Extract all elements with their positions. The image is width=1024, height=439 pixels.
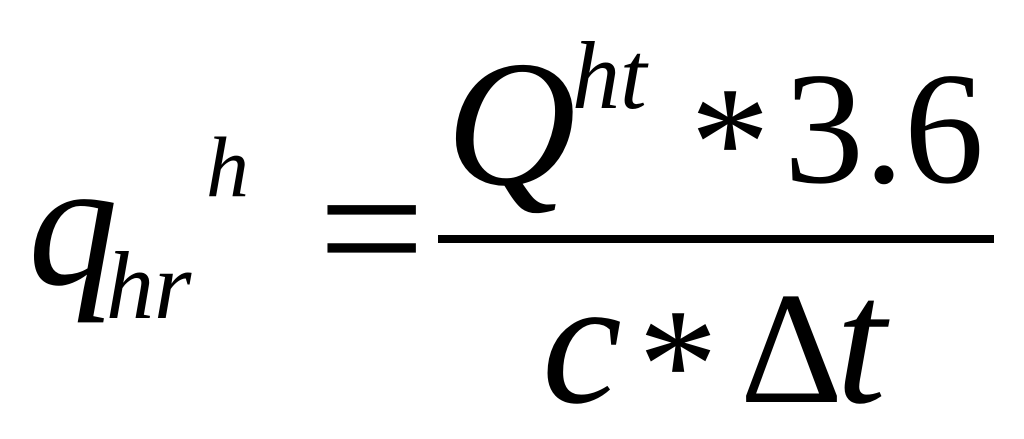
lhs-subscript-hr: hr <box>106 232 192 339</box>
denominator-variable-c: c <box>542 242 622 439</box>
numerator-superscript-ht: ht <box>572 22 649 129</box>
denominator-delta: Δ <box>740 259 843 437</box>
numerator-base-Q: Q <box>446 24 576 223</box>
lhs-superscript-h: h <box>206 119 249 215</box>
numerator-constant: 3.6 <box>784 39 984 217</box>
equals-sign: = <box>318 124 425 334</box>
denominator-variable-t: t <box>836 242 890 439</box>
fraction-bar <box>438 235 994 243</box>
lhs-base-q: q <box>28 124 118 323</box>
numerator-operator-star: * <box>690 53 770 231</box>
denominator-operator-star: * <box>638 275 718 439</box>
